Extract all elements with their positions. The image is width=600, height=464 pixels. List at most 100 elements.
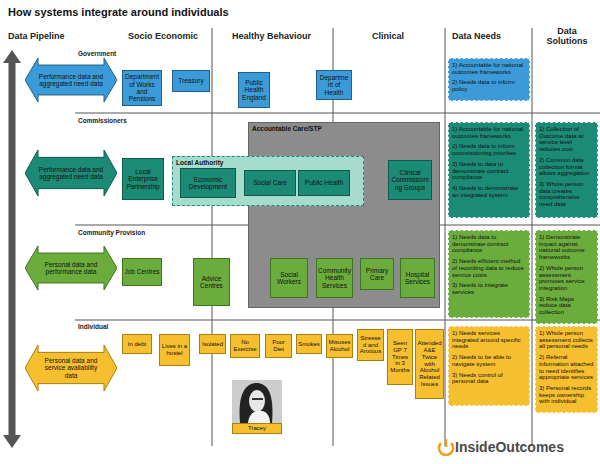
process-box: Public Health	[298, 170, 350, 196]
column-header: Clinical	[372, 31, 404, 41]
node-text: Isolated	[202, 341, 223, 348]
node-text: 3) Risk Maps reduce data collection	[539, 296, 594, 316]
photo-hand	[248, 411, 270, 423]
grid-lines	[75, 28, 600, 446]
node-text: Performance data and aggregated need dat…	[38, 166, 104, 181]
node-text: Economic Development	[182, 176, 234, 191]
node-text: Public Health	[305, 179, 343, 186]
column-header: Data Pipeline	[8, 31, 65, 41]
process-box: Community Health Services	[316, 258, 353, 298]
region-heading: Local Authority	[173, 157, 363, 168]
diagram-title: How systems integrate around individuals	[8, 6, 229, 18]
node-text: Community Health Services	[318, 267, 351, 289]
group-region: Local AuthorityEconomic Development Socia…	[172, 156, 364, 206]
photo-hair	[240, 383, 273, 423]
photo-face	[249, 390, 265, 412]
process-box: Department of Works and Pensions	[122, 70, 162, 106]
node-text: Performance data and aggregated need dat…	[38, 73, 104, 88]
node-text: 1) Demonstrate impact against national o…	[539, 234, 594, 261]
person-photo	[232, 380, 282, 423]
block-arrow: Personal data and service availability d…	[25, 345, 117, 391]
node-text: 1) Accountable for national outcomes fra…	[452, 126, 526, 139]
node-text: Social Care	[253, 179, 287, 186]
process-box: Smokes	[296, 334, 322, 354]
node-text: Department of Works and Pensions	[124, 73, 160, 102]
block-arrow: Personal data and performance data	[25, 246, 117, 290]
process-box: Advice Centres	[193, 258, 230, 306]
column-divider	[212, 28, 213, 446]
node-text: Personal data and performance data	[38, 261, 104, 276]
arrow-shape	[25, 58, 117, 102]
region-heading: Accountable Care/STP	[249, 123, 439, 134]
logo-stem	[445, 439, 448, 447]
node-text: 1) Needs services integrated around spec…	[452, 330, 526, 350]
column-divider	[532, 28, 533, 446]
node-text: Clinical Commissioning Groups	[390, 169, 430, 191]
node-text: Attended A&E Twice with Alcohol Related …	[417, 340, 442, 387]
arrow-shape	[25, 150, 117, 196]
photo-eyes	[252, 398, 263, 400]
logo-icon	[439, 439, 453, 455]
node-text: Lives in a hostel	[161, 343, 188, 356]
node-text: Personal data and service availability d…	[38, 357, 104, 379]
node-text: 2) Whole person assessment promotes serv…	[539, 265, 594, 292]
node-text: Stressed and Anxious	[359, 335, 382, 355]
node-text: Social Workers	[272, 271, 306, 286]
row-label: Commissioners	[78, 117, 127, 124]
node-text: 3) Personal records keeps ownership with…	[539, 385, 594, 405]
column-divider	[445, 28, 446, 446]
node-text: 3) Whole person data creates comprehensi…	[539, 181, 594, 208]
process-box: Seen GP 7 Times in 3 Months	[387, 329, 413, 385]
process-box: Stressed and Anxious	[357, 329, 384, 361]
process-box: Lives in a hostel	[159, 334, 190, 366]
row-label: Community Provision	[78, 229, 145, 236]
node-text: Public Health England	[240, 79, 268, 101]
node-text: 4) Needs to demonstrate an integrated sy…	[452, 185, 526, 198]
process-box: In debt	[122, 334, 152, 354]
process-box: Job Centres	[122, 258, 162, 286]
node-text: Department of Health	[318, 74, 350, 96]
process-box: Economic Development	[180, 168, 236, 198]
pipeline-arrow	[3, 50, 21, 448]
process-box: Department of Health	[316, 70, 352, 100]
node-text: Smokes	[298, 341, 320, 348]
node-text: Poor Diet	[267, 339, 290, 352]
logo-text: InsideOutcomes	[455, 439, 564, 455]
node-text: 2) Common data collection format allows …	[539, 157, 594, 177]
process-box: Hospital Services	[400, 258, 435, 298]
info-panel: 1) Collection of Outcome data at service…	[535, 122, 598, 218]
process-box: Public Health England	[238, 72, 270, 108]
node-text: Tracey	[248, 425, 266, 432]
node-text: Seen GP 7 Times in 3 Months	[389, 340, 411, 374]
info-panel: 1) Demonstrate impact against national o…	[535, 230, 598, 324]
node-text: 1) Needs data to demonstrate contract co…	[452, 234, 526, 254]
node-text: 2) Referral information attached to need…	[539, 354, 594, 381]
node-text: Treasury	[178, 77, 203, 84]
block-arrow: Performance data and aggregated need dat…	[25, 58, 117, 102]
process-box: Poor Diet	[265, 334, 292, 358]
photo-background	[232, 380, 282, 423]
process-box: No Exercise	[230, 334, 260, 358]
column-header: Data Solutions	[536, 26, 598, 46]
column-header: Socio Economic	[128, 31, 198, 41]
node-text: 2) Needs efficient method of recording d…	[452, 258, 526, 278]
node-text: 3) Needs to data to demonstrate contract…	[452, 161, 526, 181]
process-box: Attended A&E Twice with Alcohol Related …	[415, 329, 444, 399]
node-text: In debt	[128, 341, 146, 348]
info-panel: 1) Accountable for national outcomes fra…	[448, 122, 530, 218]
arrow-shape	[25, 345, 117, 391]
info-panel: 1) Needs services integrated around spec…	[448, 326, 530, 406]
row-label: Individual	[78, 323, 108, 330]
info-panel: 1) Needs data to demonstrate contract co…	[448, 230, 530, 318]
column-header: Data Needs	[452, 31, 501, 41]
process-box: Clinical Commissioning Groups	[388, 160, 432, 200]
process-box: Misuses Alcohol	[326, 334, 353, 358]
node-text: No Exercise	[232, 339, 258, 352]
node-text: 1) Accountable for national outcomes fra…	[452, 62, 526, 75]
process-box: Isolated	[199, 334, 226, 354]
info-panel: 1) Accountable for national outcomes fra…	[448, 58, 530, 101]
process-box: Treasury	[172, 70, 210, 92]
group-region: Accountable Care/STP Clinical Commissioni…	[248, 122, 440, 308]
